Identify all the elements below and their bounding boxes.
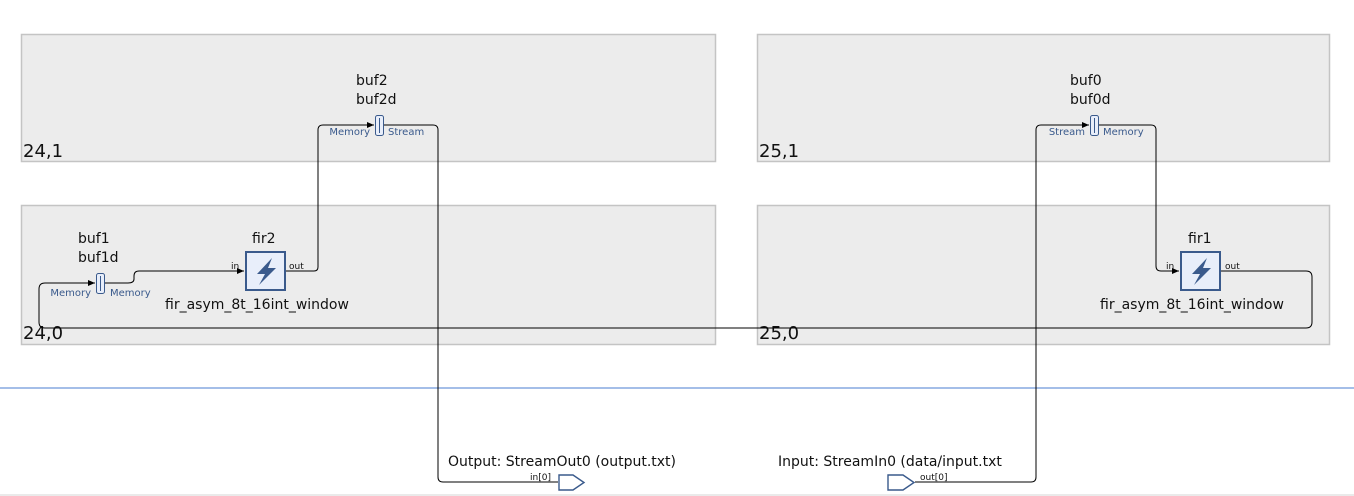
buffer-port-right: Memory: [1103, 127, 1144, 138]
wire-buf2-to-output[interactable]: [384, 124, 558, 483]
input-port-shape[interactable]: [887, 474, 916, 491]
kernel-out-port: out: [289, 262, 304, 272]
buffer-alias: buf2d: [356, 92, 396, 108]
kernel-name: fir1: [1188, 231, 1211, 247]
buffer-buf2[interactable]: buf2 buf2d Memory Stream: [329, 73, 424, 138]
io-label: Output: StreamOut0 (output.txt): [448, 454, 676, 470]
buffer-port-right: Stream: [388, 127, 424, 138]
output-port-shape[interactable]: [558, 474, 586, 491]
wire-buf0-to-fir1[interactable]: [1099, 124, 1179, 274]
tile-24-1[interactable]: 24,1: [20, 33, 717, 163]
buffer-port-left: Stream: [1049, 127, 1085, 138]
buffer-alias: buf1d: [78, 250, 118, 266]
buffer-buf0[interactable]: buf0 buf0d Stream Memory: [1049, 73, 1144, 138]
lightning-bolt-icon: [257, 258, 276, 285]
buffer-name: buf0: [1070, 73, 1102, 89]
kernel-function-name: fir_asym_8t_16int_window: [165, 297, 349, 313]
wire-fir1-to-buf1[interactable]: [38, 270, 1313, 329]
wire-fir2-to-buf2[interactable]: [286, 122, 374, 272]
tile-25-0[interactable]: 25,0: [756, 204, 1331, 346]
buffer-port-left: Memory: [329, 127, 370, 138]
io-port-label: out[0]: [920, 473, 948, 483]
kernel-in-port: in: [231, 262, 239, 272]
tile-coordinate-label: 25,1: [759, 141, 799, 162]
kernel-out-port: out: [1225, 262, 1240, 272]
wire-buf1-to-fir2[interactable]: [104, 268, 244, 284]
io-port-label: in[0]: [530, 473, 551, 483]
kernel-function-name: fir_asym_8t_16int_window: [1100, 297, 1284, 313]
lightning-bolt-icon: [1192, 258, 1211, 285]
buffer-port-right: Memory: [110, 288, 151, 299]
buffer-name: buf1: [78, 231, 110, 247]
buffer-alias: buf0d: [1070, 92, 1110, 108]
io-label: Input: StreamIn0 (data/input.txt: [778, 454, 1002, 470]
input-stream-node[interactable]: Input: StreamIn0 (data/input.txt out[0]: [778, 454, 1002, 491]
kernel-name: fir2: [252, 231, 275, 247]
kernel-in-port: in: [1166, 262, 1174, 272]
tile-coordinate-label: 24,1: [23, 141, 63, 162]
wire-input-to-buf0[interactable]: [915, 122, 1089, 483]
tile-25-1[interactable]: 25,1: [756, 33, 1331, 163]
buffer-name: buf2: [356, 73, 388, 89]
tile-coordinate-label: 25,0: [759, 323, 799, 344]
output-stream-node[interactable]: Output: StreamOut0 (output.txt) in[0]: [448, 454, 676, 491]
buffer-buf1[interactable]: buf1 buf1d Memory Memory: [50, 231, 150, 299]
wires: [38, 122, 1313, 483]
kernel-fir1[interactable]: fir1 in out fir_asym_8t_16int_window: [1100, 231, 1284, 313]
kernel-fir2[interactable]: fir2 in out fir_asym_8t_16int_window: [165, 231, 349, 313]
tile-coordinate-label: 24,0: [23, 323, 63, 344]
tile-24-0[interactable]: 24,0: [20, 204, 717, 346]
buffer-port-left: Memory: [50, 288, 91, 299]
